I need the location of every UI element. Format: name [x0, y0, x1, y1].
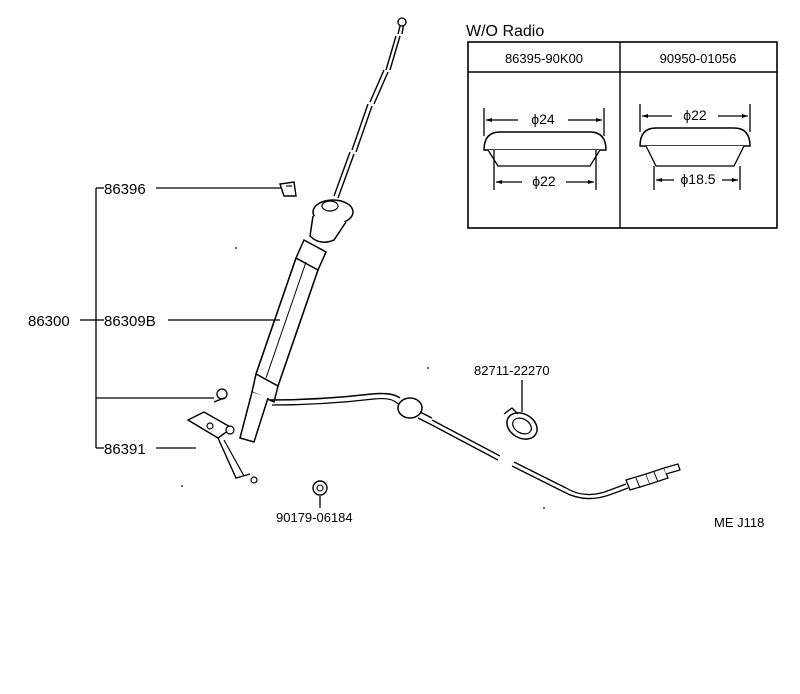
- label-86391: 86391: [104, 441, 146, 458]
- scan-specks: [181, 247, 545, 509]
- left-dim-top: ϕ24: [531, 111, 555, 127]
- right-dim-top: ϕ22: [683, 107, 707, 123]
- grommet-90179: [312, 480, 328, 496]
- leader-lines: [80, 187, 523, 508]
- bracket-86391: [186, 411, 258, 484]
- antenna-mast: [239, 17, 407, 443]
- right-dim-bottom: ϕ18.5: [680, 171, 715, 187]
- inset-title: W/O Radio: [466, 23, 544, 40]
- left-dim-bottom: ϕ22: [532, 173, 556, 189]
- inset-panel: W/O Radio 86395-90K00 90950-01056 ϕ24 ϕ2…: [466, 23, 778, 229]
- label-86309B: 86309B: [104, 313, 156, 330]
- part-86396-clip: [279, 181, 297, 197]
- grommet-86395-drawing: ϕ24 ϕ22: [483, 108, 607, 190]
- mounting-screw: [213, 388, 228, 403]
- cable-clamp-82711: [503, 407, 538, 440]
- label-86396: 86396: [104, 181, 146, 198]
- inset-col-left-part: 86395-90K00: [505, 51, 583, 66]
- label-90179-06184: 90179-06184: [276, 510, 353, 525]
- label-86300: 86300: [28, 313, 70, 330]
- label-82711-22270: 82711-22270: [474, 363, 550, 378]
- drawing-code: ME J118: [714, 515, 764, 530]
- antenna-cable: [269, 392, 681, 500]
- inset-col-right-part: 90950-01056: [660, 51, 737, 66]
- inset-frame: [467, 41, 778, 229]
- grommet-90950-drawing: ϕ22 ϕ18.5: [639, 104, 751, 190]
